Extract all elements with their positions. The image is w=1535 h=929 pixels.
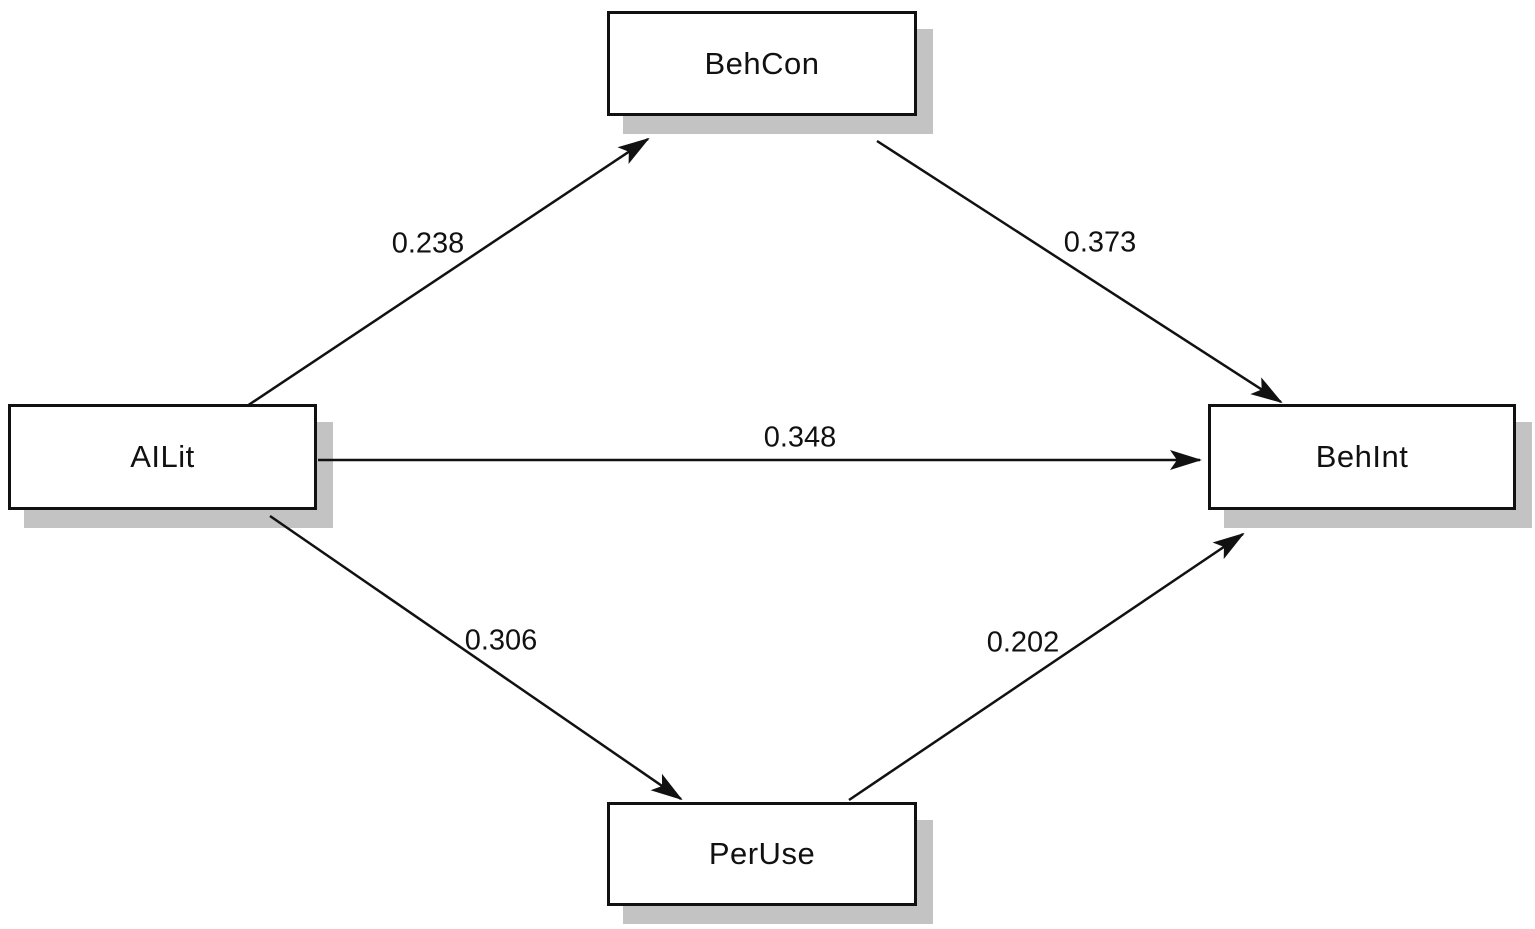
edge-label-peruse-behint: 0.202 bbox=[986, 626, 1060, 659]
node-peruse: PerUse bbox=[607, 802, 917, 906]
node-behint: BehInt bbox=[1208, 404, 1516, 510]
edge-ailit-peruse-line bbox=[269, 514, 683, 801]
node-peruse-label: PerUse bbox=[708, 836, 816, 871]
node-behint-label: BehInt bbox=[1315, 439, 1409, 474]
edge-label-ailit-behint: 0.348 bbox=[763, 421, 837, 454]
edge-ailit-behcon-line bbox=[246, 137, 650, 408]
node-ailit-label: AILit bbox=[130, 439, 195, 474]
edge-label-ailit-behcon: 0.238 bbox=[391, 227, 465, 260]
edge-label-behcon-behint: 0.373 bbox=[1063, 226, 1137, 259]
edge-label-ailit-peruse: 0.306 bbox=[464, 624, 538, 657]
edge-behcon-behint-line bbox=[876, 139, 1283, 404]
node-behcon: BehCon bbox=[607, 11, 917, 116]
node-behcon-label: BehCon bbox=[704, 45, 820, 81]
edge-peruse-behint-line bbox=[848, 532, 1245, 802]
node-ailit: AILit bbox=[8, 404, 317, 510]
